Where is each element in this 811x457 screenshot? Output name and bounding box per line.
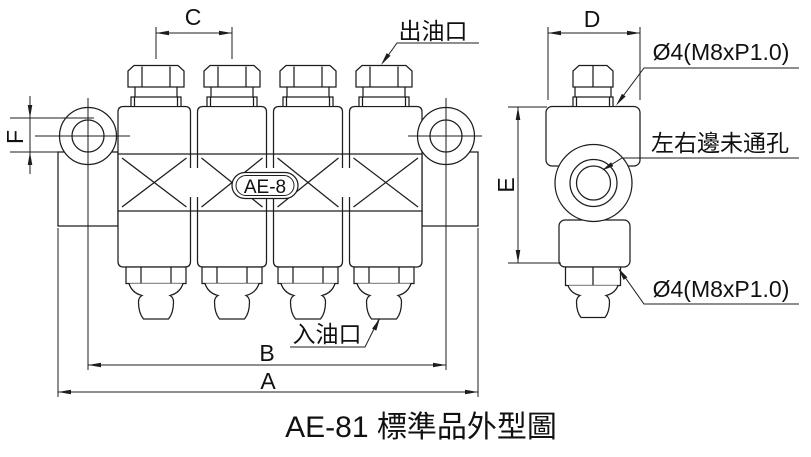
top-thread-spec-label: Ø4(M8xP1.0)	[653, 39, 790, 65]
dim-label-c: C	[185, 4, 202, 30]
dim-d-lines	[547, 27, 641, 100]
dim-label-f: F	[2, 130, 28, 144]
callouts: 出油口 入油口 Ø4(M8xP1.0) 左右邊未通孔 Ø4(M8xP1.0)	[290, 18, 799, 348]
model-badge: AE-8	[231, 171, 299, 200]
dim-label-e: E	[493, 177, 519, 192]
leader-lines	[290, 42, 799, 348]
side-body-lower	[558, 219, 631, 268]
dim-label-b: B	[259, 340, 274, 366]
side-boss-outer-circle	[554, 143, 633, 223]
side-bolt-head	[572, 64, 614, 88]
outlet-bolt-collars	[134, 87, 406, 97]
outlet-bolt-heads	[127, 64, 413, 88]
side-view	[545, 64, 641, 319]
bottom-thread-spec-label: Ø4(M8xP1.0)	[653, 276, 790, 302]
outlet-bolt-flanges	[130, 96, 410, 106]
dim-label-a: A	[260, 368, 276, 394]
drawing-caption: AE-81 標準品外型圖	[285, 411, 557, 444]
dim-label-d: D	[584, 6, 601, 32]
model-badge-outline	[231, 171, 299, 200]
inlet-nipple-tips	[128, 283, 412, 320]
center-band-dividers	[189, 154, 351, 211]
side-boss-middle-circle	[569, 158, 618, 208]
manifold-bottom-blocks	[117, 211, 423, 268]
dim-e-lines	[508, 106, 561, 264]
inlet-port-label: 入油口	[293, 321, 362, 347]
outlet-port-label: 出油口	[399, 18, 468, 44]
side-nipple-tip	[567, 285, 619, 319]
dim-a-lines	[57, 228, 479, 397]
side-bolt-collar	[574, 87, 612, 97]
front-view: AE-8	[35, 64, 482, 370]
inlet-nipple-hexes	[125, 266, 415, 285]
side-hole-note-label: 左右邊未通孔	[651, 130, 789, 156]
model-badge-inner-outline	[235, 175, 295, 196]
manifold-top-blocks	[117, 105, 423, 154]
ear-centerlines	[35, 98, 482, 370]
side-boss-hole	[575, 165, 612, 201]
side-nipple-hex	[564, 266, 622, 287]
side-bolt-flange	[572, 96, 614, 106]
model-badge-text: AE-8	[244, 177, 286, 198]
dimension-lines: C D F E B A	[2, 4, 641, 397]
